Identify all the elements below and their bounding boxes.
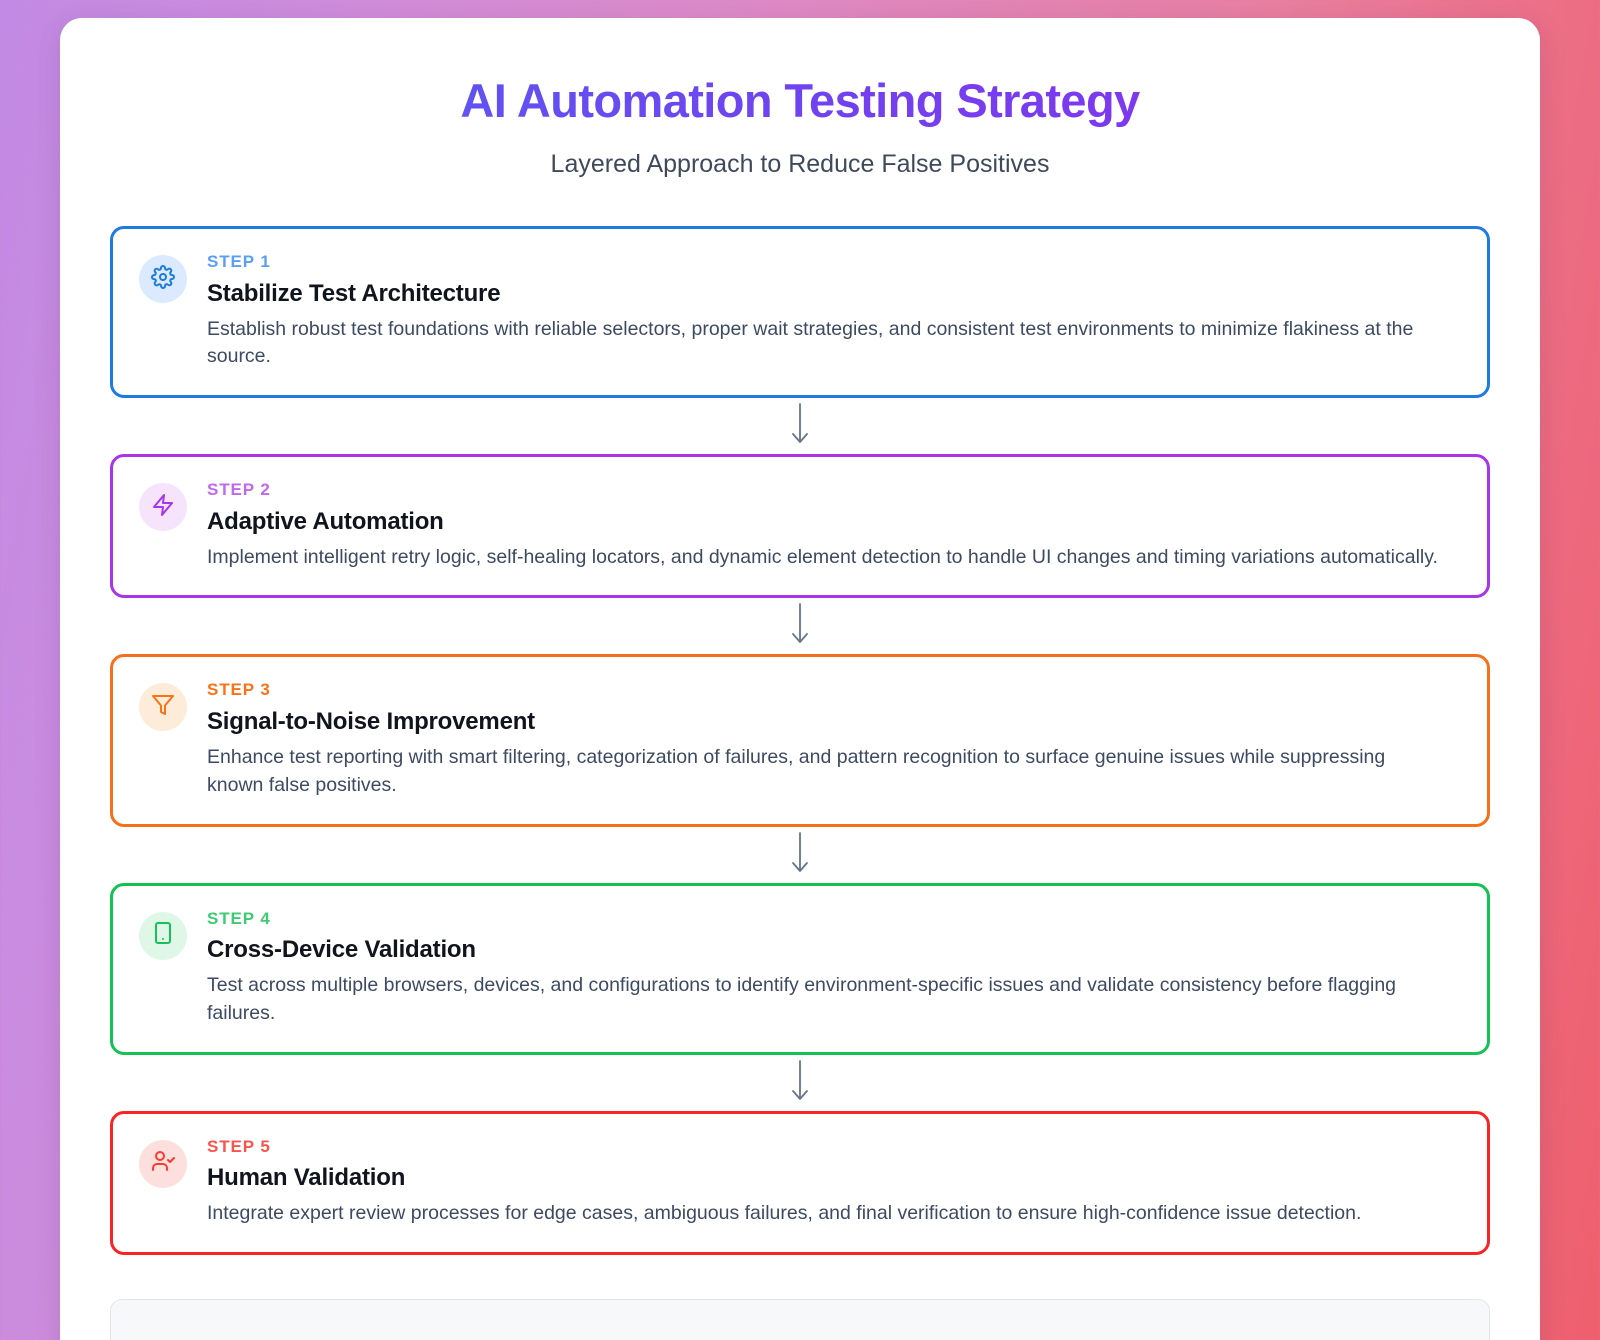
user-check-icon-wrapper xyxy=(139,1139,187,1188)
page-title: AI Automation Testing Strategy xyxy=(60,74,1540,128)
step-title: Signal-to-Noise Improvement xyxy=(207,708,535,736)
arrow-down-icon xyxy=(787,1058,813,1108)
bottom-panel-partial xyxy=(110,1298,1490,1340)
smartphone-icon-wrapper xyxy=(139,911,187,960)
strategy-card: AI Automation Testing Strategy Layered A… xyxy=(60,18,1540,1340)
step-eyebrow: STEP 4 xyxy=(207,908,271,928)
funnel-filter-icon-wrapper xyxy=(139,683,187,732)
smartphone-icon xyxy=(151,921,175,950)
step-eyebrow: STEP 1 xyxy=(207,252,271,272)
gear-icon-wrapper xyxy=(139,255,187,304)
lightning-bolt-icon xyxy=(151,493,175,522)
step-description: Implement intelligent retry logic, self-… xyxy=(207,545,1438,568)
step-description: Integrate expert review processes for ed… xyxy=(207,1202,1362,1225)
step-connector xyxy=(110,398,1490,454)
step-connector xyxy=(110,598,1490,654)
lightning-bolt-icon-wrapper xyxy=(139,483,187,532)
arrow-down-icon xyxy=(787,601,813,651)
user-check-icon xyxy=(151,1149,175,1178)
step-eyebrow: STEP 3 xyxy=(207,680,271,700)
page-subtitle: Layered Approach to Reduce False Positiv… xyxy=(550,150,1050,179)
arrow-down-icon xyxy=(787,401,813,451)
gear-icon xyxy=(151,264,175,294)
step-title: Human Validation xyxy=(207,1164,406,1192)
step-title: Stabilize Test Architecture xyxy=(207,279,501,307)
step-title: Adaptive Automation xyxy=(207,507,444,535)
step-connector xyxy=(110,1055,1490,1111)
step-description: Enhance test reporting with smart filter… xyxy=(207,746,1386,796)
step-title: Cross-Device Validation xyxy=(207,936,476,964)
step-eyebrow: STEP 5 xyxy=(207,1136,271,1156)
step-eyebrow: STEP 2 xyxy=(207,480,271,500)
step-description: Test across multiple browsers, devices, … xyxy=(207,974,1397,1024)
step-connector xyxy=(110,827,1490,883)
arrow-down-icon xyxy=(787,830,813,880)
funnel-filter-icon xyxy=(151,693,175,722)
step-description: Establish robust test foundations with r… xyxy=(207,317,1414,368)
